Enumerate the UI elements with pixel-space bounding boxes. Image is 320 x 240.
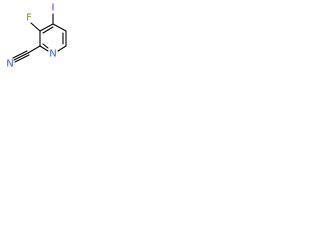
carbon-nitrile-bond	[27, 45, 41, 54]
ring-nitrogen-atom-label: N	[49, 49, 56, 60]
ring-bond-c4-c5	[52, 23, 67, 32]
ring-bond-n1-c2	[39, 45, 49, 52]
nitrile-triple-bond-center	[13, 52, 29, 61]
ring-double-bond-n1-c2	[42, 43, 49, 49]
iodine-atom-label: I	[52, 3, 55, 14]
nitrile-nitrogen-atom-label: N	[6, 59, 13, 70]
nitrile-triple-bond-lower	[14, 54, 30, 63]
molecule-bonds	[12, 13, 67, 63]
atom-labels: I F N N	[6, 3, 56, 70]
ring-bond-c3-c4	[39, 23, 54, 32]
fluorine-atom-label: F	[26, 13, 32, 24]
ring-double-bond-c3-c4	[42, 26, 54, 34]
chemical-structure: I F N N	[6, 3, 67, 70]
nitrile-triple-bond-upper	[12, 50, 28, 59]
fluorine-bond	[30, 22, 41, 32]
ring-bond-c6-n1	[57, 45, 67, 52]
